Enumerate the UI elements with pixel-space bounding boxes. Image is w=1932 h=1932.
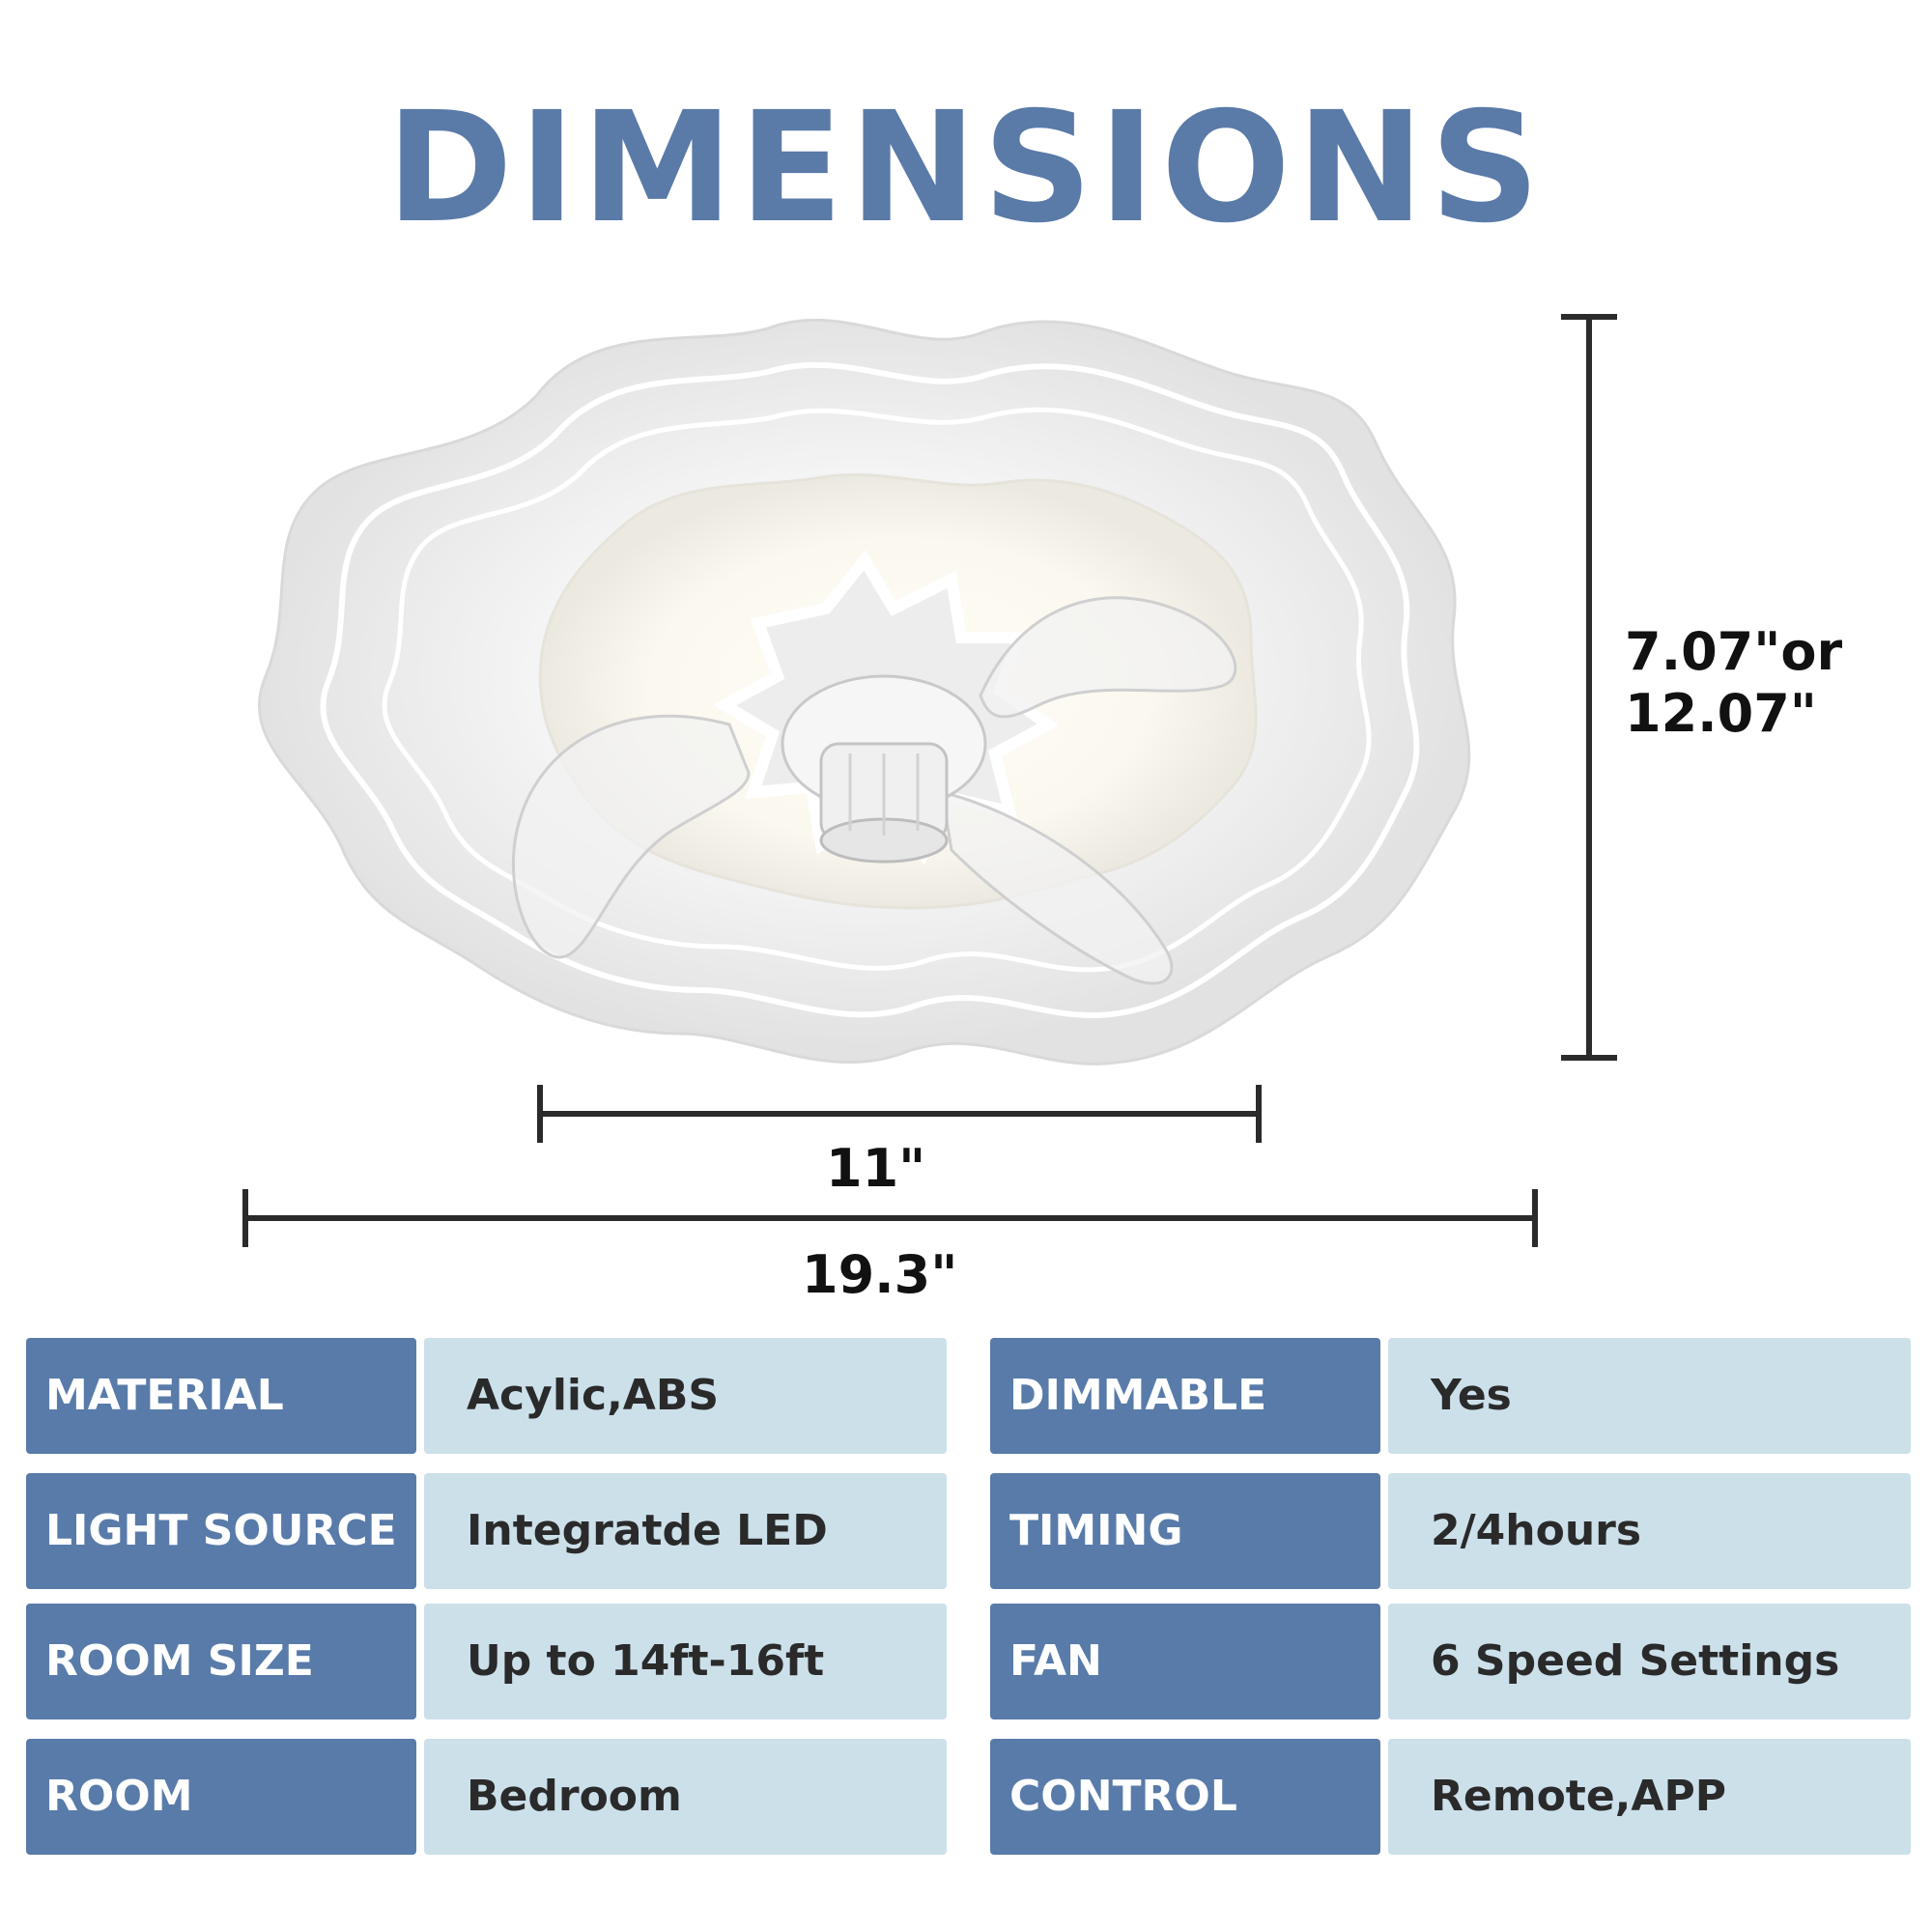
- spec-value-room-size: Up to 14ft-16ft: [424, 1604, 947, 1719]
- outer-width-right-cap: [1532, 1189, 1538, 1247]
- spec-value-fan: 6 Speed Settings: [1388, 1604, 1911, 1719]
- spec-value-room: Bedroom: [424, 1739, 947, 1855]
- spec-key-light-source: LIGHT SOURCE: [26, 1473, 416, 1589]
- outer-width-label: 19.3": [802, 1244, 958, 1305]
- spec-key-room: ROOM: [26, 1739, 416, 1855]
- outer-width-line: [242, 1215, 1538, 1221]
- height-dimension-line: [1586, 314, 1592, 1061]
- height-label-line2: 12.07": [1625, 683, 1817, 744]
- inner-width-right-cap: [1256, 1085, 1262, 1143]
- spec-key-timing: TIMING: [990, 1473, 1380, 1589]
- spec-value-light-source: Integratde LED: [424, 1473, 947, 1589]
- spec-key-room-size: ROOM SIZE: [26, 1604, 416, 1719]
- page-title: DIMENSIONS: [385, 79, 1547, 257]
- spec-value-timing: 2/4hours: [1388, 1473, 1911, 1589]
- spec-key-material: MATERIAL: [26, 1338, 416, 1454]
- spec-value-material: Acylic,ABS: [424, 1338, 947, 1454]
- spec-key-dimmable: DIMMABLE: [990, 1338, 1380, 1454]
- inner-width-line: [537, 1111, 1262, 1117]
- inner-width-label: 11": [826, 1138, 926, 1199]
- spec-value-control: Remote,APP: [1388, 1739, 1911, 1855]
- height-label-line1: 7.07"or: [1625, 621, 1843, 682]
- spec-key-control: CONTROL: [990, 1739, 1380, 1855]
- height-dimension-bottom-cap: [1561, 1055, 1617, 1061]
- ceiling-fan-light-icon: [258, 318, 1471, 1065]
- spec-key-fan: FAN: [990, 1604, 1380, 1719]
- spec-value-dimmable: Yes: [1388, 1338, 1911, 1454]
